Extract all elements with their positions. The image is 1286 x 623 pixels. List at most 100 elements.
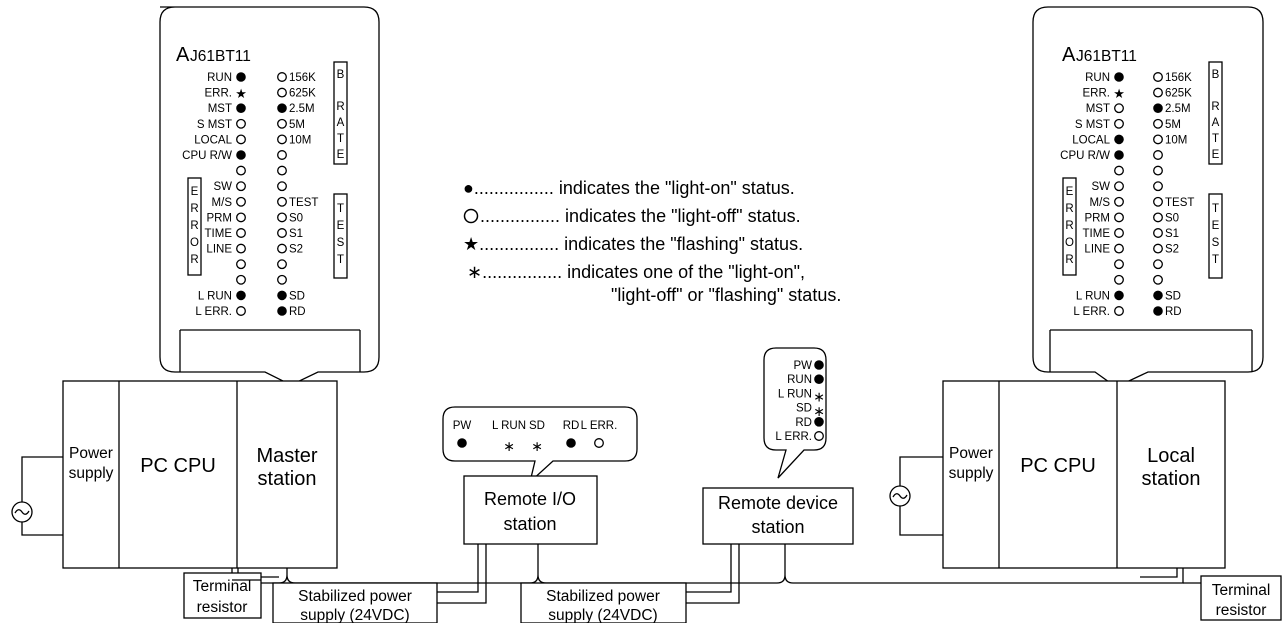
master-led-right-off-icon xyxy=(277,274,287,285)
master-led-label-right: 5M xyxy=(289,119,305,131)
master-led-right-off-icon xyxy=(277,87,287,98)
local-led-label-right: 5M xyxy=(1165,119,1181,131)
terminal-resistor-right-label-2: resistor xyxy=(1216,602,1267,619)
vertical-label-letter: R xyxy=(1211,101,1219,113)
master-test-box xyxy=(333,193,348,279)
local-led-label-right: S0 xyxy=(1165,212,1179,224)
local-led-label-left: CPU R/W xyxy=(1060,150,1110,162)
remote-io-led-label: SD xyxy=(529,420,545,432)
local-led-label-left: L ERR. xyxy=(1073,306,1110,318)
master-led-label-left: M/S xyxy=(212,197,233,209)
remote-device-label-1: Remote device xyxy=(718,493,838,513)
vertical-label-letter: E xyxy=(191,186,199,198)
master-led-label-right: TEST xyxy=(289,197,318,209)
master-led-left-flashing-icon: ★ xyxy=(235,86,247,101)
local-led-label-left: LOCAL xyxy=(1072,134,1110,146)
master-title-small: J61BT11 xyxy=(190,48,251,65)
remote-device-led-label: L ERR. xyxy=(775,431,812,443)
local-led-right-off-icon xyxy=(1153,87,1163,98)
master-led-right-off-icon xyxy=(277,228,287,238)
remote-device-led-label: L RUN xyxy=(778,388,812,400)
vertical-label-letter: R xyxy=(1065,220,1073,232)
local-led-label-left: ERR. xyxy=(1083,88,1110,100)
io-power-wiring xyxy=(437,544,487,604)
master-led-left-off-icon xyxy=(236,181,246,192)
master-led-left-off-icon xyxy=(236,196,246,207)
master-led-right-on-icon xyxy=(277,306,287,316)
local-led-right-off-icon xyxy=(1153,228,1163,238)
local-led-label-right: TEST xyxy=(1165,197,1194,209)
remote-io-led-label: L ERR. xyxy=(581,420,618,432)
legend-flashing: ★................ indicates the "flashin… xyxy=(463,234,803,254)
local-led-left-off-icon xyxy=(1114,243,1124,254)
master-led-label-left: L ERR. xyxy=(195,306,232,318)
master-led-right-off-icon xyxy=(277,150,287,160)
master-led-right-off-icon xyxy=(277,181,287,192)
remote-device-led-label: RD xyxy=(795,417,812,429)
local-error-box xyxy=(1062,177,1077,276)
local-test-letters: TEST xyxy=(1212,203,1220,266)
local-led-label-left: RUN xyxy=(1085,72,1110,84)
remote-io-led-off-icon xyxy=(594,438,604,448)
remote-device-led-on-icon xyxy=(814,374,824,385)
local-led-left-off-icon xyxy=(1114,228,1124,238)
local-title-big: A xyxy=(1062,44,1076,66)
local-led-left-off-icon xyxy=(1114,274,1124,285)
remote-io-led-label: RD xyxy=(563,420,580,432)
remote-io-station-box xyxy=(463,475,598,545)
master-led-left-off-icon xyxy=(236,306,246,316)
master-led-left-off-icon xyxy=(236,134,246,145)
master-led-right-off-icon xyxy=(277,212,287,223)
local-led-label-right: 10M xyxy=(1165,134,1187,146)
local-led-label-left: TIME xyxy=(1083,228,1111,240)
master-led-left-on-icon xyxy=(236,103,246,113)
local-b-rate-box xyxy=(1208,61,1223,165)
local-led-right-off-icon xyxy=(1153,134,1163,145)
local-led-right-off-icon xyxy=(1153,118,1163,129)
legend-any-line-1: ∗................ indicates one of the "… xyxy=(467,262,805,282)
vertical-label-letter: T xyxy=(337,133,344,145)
master-title-big: A xyxy=(176,44,190,66)
local-led-right-off-icon xyxy=(1153,196,1163,207)
master-led-right-on-icon xyxy=(277,103,287,113)
master-led-label-left: TIME xyxy=(205,228,233,240)
vertical-label-letter: A xyxy=(337,117,345,129)
master-led-label-right: 625K xyxy=(289,88,316,100)
vertical-label-letter: R xyxy=(1065,203,1073,215)
remote-io-led-label: L RUN xyxy=(492,420,526,432)
local-led-left-off-icon xyxy=(1114,181,1124,192)
master-led-label-right: 156K xyxy=(289,72,316,84)
remote-device-led-any-state-icon: ∗ xyxy=(813,404,825,419)
power-supply-1-label-1: Stabilized power xyxy=(298,588,412,605)
master-test-letters: TEST xyxy=(337,203,345,266)
local-led-right-on-icon xyxy=(1153,103,1163,113)
remote-io-label-2: station xyxy=(503,514,556,534)
local-led-label-right: 625K xyxy=(1165,88,1192,100)
remote-io-label-1: Remote I/O xyxy=(484,489,576,509)
power-supply-2-label-2: supply (24VDC) xyxy=(548,607,657,623)
vertical-label-letter: E xyxy=(1212,220,1220,232)
local-pc-cpu-label: PC CPU xyxy=(1020,455,1096,477)
master-led-left-off-icon xyxy=(236,165,246,176)
master-led-label-left: S MST xyxy=(197,119,232,131)
local-led-right-off-icon xyxy=(1153,150,1163,160)
master-station-label-2: station xyxy=(258,468,317,490)
local-led-label-left: SW xyxy=(1091,181,1110,193)
local-station-label-1: Local xyxy=(1147,445,1195,467)
remote-device-station-box xyxy=(702,487,854,545)
vertical-label-letter: E xyxy=(337,220,345,232)
vertical-label-letter: S xyxy=(337,237,345,249)
vertical-label-letter: S xyxy=(1212,237,1220,249)
vertical-label-letter: R xyxy=(190,220,198,232)
master-led-label-left: RUN xyxy=(207,72,232,84)
power-supply-1-label-2: supply (24VDC) xyxy=(300,607,409,623)
local-led-right-off-icon xyxy=(1153,243,1163,254)
local-led-left-on-icon xyxy=(1114,290,1124,301)
master-led-left-on-icon xyxy=(236,150,246,160)
